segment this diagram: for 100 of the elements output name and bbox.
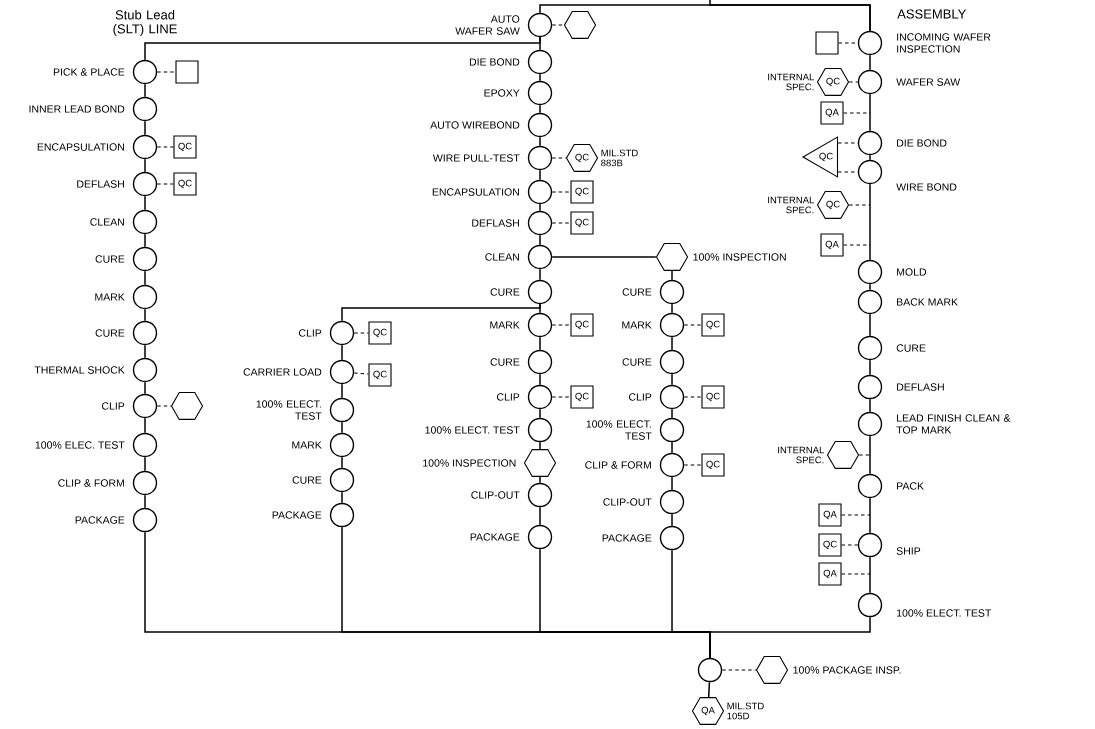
dashed-connector [683,464,702,466]
step-label: 100% INSPECTION [693,253,786,261]
connector [869,93,871,132]
step-label: PACKAGE [470,533,520,541]
step-label: SHIP [896,547,921,555]
step-label: WIRE BOND [896,183,957,191]
inspection-hexagon [170,392,204,420]
step-label: DIE BOND [897,139,947,147]
dashed-connector [721,669,757,671]
connector [709,616,871,659]
step-label: 100% PACKAGE INSP. [793,666,901,674]
connector [144,83,146,98]
dashed-connector [848,81,859,83]
step-label: CURE [292,476,322,484]
step-label: EPOXY [484,89,520,97]
inspection-box [175,60,199,84]
connector [671,476,673,491]
step-label: CLIP & FORM [58,479,124,487]
dashed-connector [551,324,571,326]
connector [144,120,146,136]
step-label: WIRE PULL-TEST [432,154,520,162]
connector [144,36,541,61]
step-label: 100% ELECT. TEST [586,420,652,440]
dashed-connector [551,222,571,224]
inspection-hexagon: QC [816,191,850,219]
connector [341,383,343,399]
connector [539,336,541,351]
inspection-box [815,31,839,55]
connector [144,381,146,395]
section-heading: ASSEMBLY [897,9,967,19]
inspection-box: QC [368,363,392,387]
spec-note: MIL.STD 105D [727,702,764,720]
connector [539,136,541,147]
dashed-connector [841,514,871,516]
step-label: CURE [95,255,125,263]
connector [869,283,871,291]
dashed-connector [858,454,871,456]
step-label: CLIP [629,393,652,401]
step-label: THERMAL SHOCK [34,366,125,374]
inspection-box: QC [701,313,725,337]
connector [341,344,343,361]
connector [539,234,541,246]
connector [144,195,146,211]
dashed-connector [353,332,369,334]
step-label: PACKAGE [272,511,322,519]
inspection-box: QC [570,385,594,409]
inspection-box: QC [570,313,594,337]
connector [539,73,541,82]
connector [144,494,146,509]
step-label: DEFLASH [472,219,519,227]
connector [539,104,541,114]
inspection-box: QA [818,562,842,586]
connector [341,491,343,504]
inspection-box: QC [701,453,725,477]
inspection-box: QC [701,385,725,409]
connector [144,270,146,286]
connector [341,303,541,322]
step-label: ENCAPSULATION [37,143,124,151]
inspection-hexagon [563,11,597,39]
inspection-hexagon: QA [691,697,725,725]
step-label: CLIP-OUT [603,498,652,506]
inspection-box: QA [818,503,842,527]
step-label: BACK MARK [897,298,958,306]
spec-note: INTERNAL SPEC. [768,196,814,214]
step-label: CLEAN [485,253,519,261]
step-label: DIE BOND [469,58,520,66]
step-label: LEAD FINISH CLEAN & TOP MARK [896,414,1011,434]
connector [539,169,541,181]
step-label: MARK [622,321,652,329]
step-label: MARK [292,441,322,449]
inspection-box: QC [173,135,197,159]
dashed-connector [841,544,859,546]
dashed-connector [843,244,871,246]
spec-note: INTERNAL SPEC. [778,446,824,464]
connector [551,256,657,258]
inspection-box: QA [820,101,844,125]
connector [144,158,146,173]
connector [341,456,343,469]
connector [671,408,673,419]
dashed-connector [353,372,369,375]
connector [539,476,541,484]
step-label: AUTO WIREBOND [430,121,520,129]
process-circle [697,657,723,683]
connector [869,313,871,337]
connector [539,441,541,450]
connector [869,556,871,594]
connector [869,183,871,261]
inspection-box: QC [570,180,594,204]
step-label: CURE [490,358,520,366]
inspection-box: QC [818,533,842,557]
connector [539,506,541,526]
dashed-connector [551,396,571,398]
step-label: WAFER SAW [896,78,961,86]
inspection-box: QC [570,211,594,235]
step-label: CARRIER LOAD [243,368,322,376]
step-label: 100% ELECT. TEST [897,609,992,617]
dashed-connector [156,183,174,185]
connector [869,497,871,534]
connector [869,398,871,413]
step-label: CURE [622,288,652,296]
